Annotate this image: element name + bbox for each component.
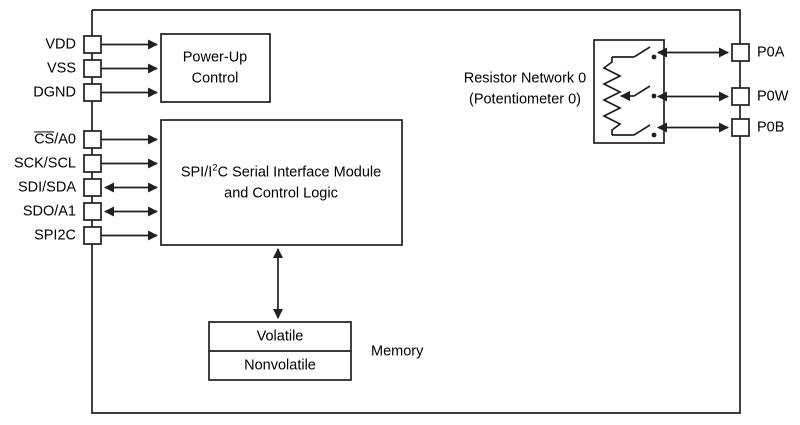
left-pin-squares <box>83 35 102 245</box>
resistor-zigzag <box>602 57 622 135</box>
memory-caption: Memory <box>371 343 424 360</box>
serial-interface-label-line2: and Control Logic <box>224 185 338 202</box>
pin-label-p0a: P0A <box>757 43 785 60</box>
switch-w-blade <box>633 85 651 97</box>
pin-label-vdd: VDD <box>45 35 76 52</box>
memory-box <box>208 321 352 381</box>
pin-label-p0w: P0W <box>757 87 789 104</box>
resistor-network-label-line1: Resistor Network 0 <box>463 70 587 87</box>
switch-b-blade <box>633 124 651 136</box>
pin-label-sck-scl: SCK/SCL <box>13 154 76 171</box>
power-up-control-box <box>160 33 271 103</box>
serial-interface-label-pre: SPI/I <box>180 164 213 181</box>
switch-a-blade <box>633 46 651 58</box>
power-up-control-label-line2: Control <box>191 70 239 87</box>
serial-interface-label-post: C Serial Interface Module <box>217 164 382 181</box>
pin-label-p0b: P0B <box>757 118 785 135</box>
pin-label-cs-a0: CS/A0 <box>34 130 76 148</box>
device-outline-path <box>91 9 741 414</box>
power-up-control-label-line1: Power-Up <box>182 49 248 66</box>
serial-interface-label-superscript: 2 <box>212 162 218 174</box>
pin-label-sdi-sda: SDI/SDA <box>17 178 76 195</box>
memory-row-volatile-label: Volatile <box>256 328 304 345</box>
pin-label-spi2c: SPI2C <box>34 226 76 243</box>
serial-interface-label-line1: SPI/I2C Serial Interface Module <box>181 163 381 182</box>
pin-label-cs-overbar: CS <box>34 130 55 147</box>
pin-label-cs-suffix: /A0 <box>54 130 76 147</box>
right-pin-squares <box>731 43 750 137</box>
potentiometer-symbol <box>602 46 651 136</box>
resistor-network-label-line2: (Potentiometer 0) <box>468 91 582 108</box>
switch-contacts <box>651 54 657 138</box>
memory-row-nonvolatile-label: Nonvolatile <box>244 357 316 374</box>
pin-label-vss: VSS <box>46 59 76 76</box>
pin-label-dgnd: DGND <box>33 83 76 100</box>
serial-interface-box <box>160 119 403 246</box>
pin-label-sdo-a1: SDO/A1 <box>22 202 76 219</box>
